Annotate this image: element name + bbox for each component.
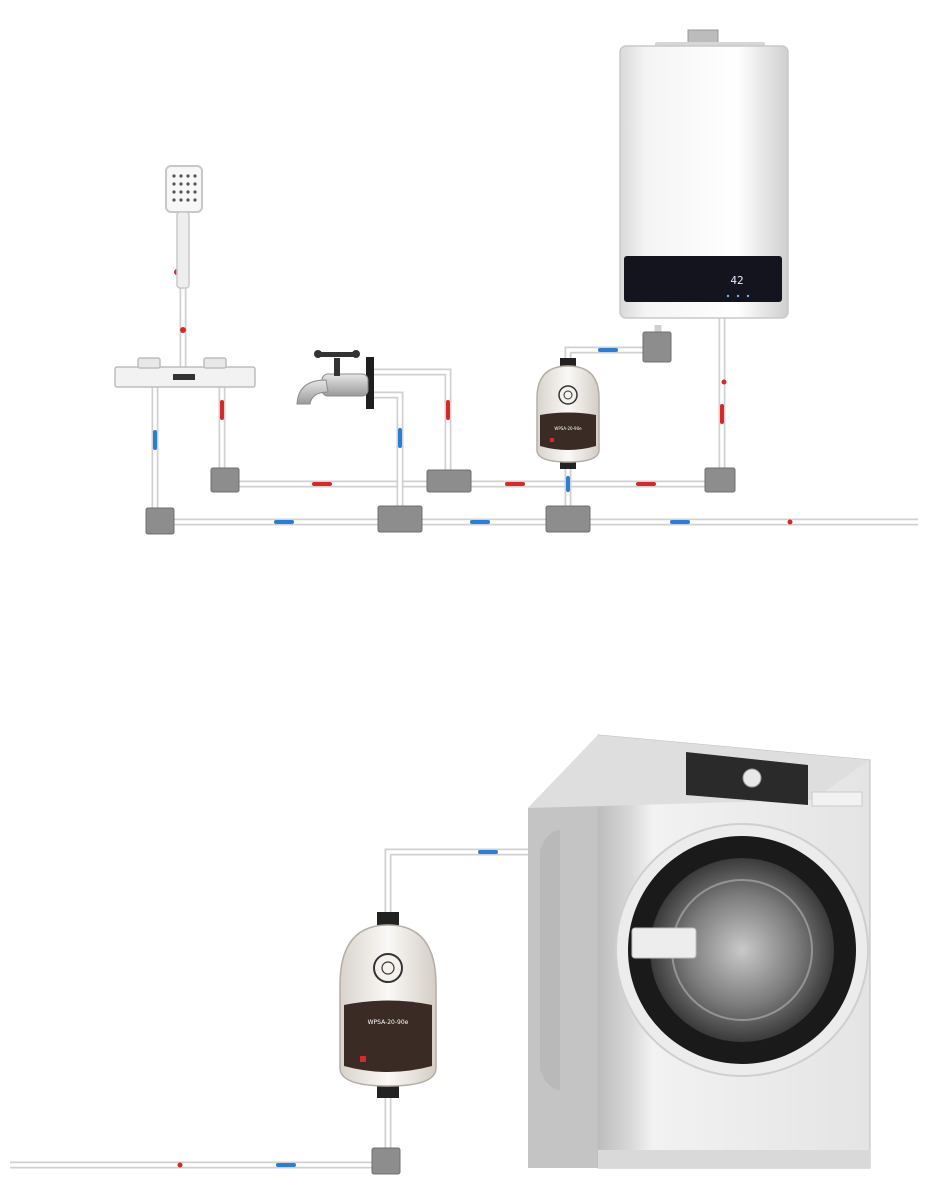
cold-arrow: [670, 520, 690, 524]
booster-pump-icon: WPSA-20-90e: [339, 912, 437, 1098]
booster-pump-icon: WPSA-20-90e: [536, 358, 600, 469]
cold-arrow: [470, 520, 490, 524]
bottom-pipe-network: [10, 848, 530, 1175]
hot-marker: [180, 327, 186, 333]
cold-arrow: [276, 1163, 296, 1167]
pump-model-label: WPSA-20-90e: [368, 1019, 409, 1026]
gas-water-heater-icon: 42: [619, 29, 789, 319]
pump-model-label: WPSA-20-90e: [554, 426, 582, 431]
hot-arrow: [312, 482, 332, 486]
cold-arrow: [153, 430, 157, 450]
cold-arrow: [566, 476, 570, 492]
hot-arrow: [446, 400, 450, 420]
hot-marker: [787, 519, 793, 525]
water-tap-icon: [296, 350, 374, 409]
washing-machine-icon: [528, 734, 871, 1169]
cold-arrow: [398, 428, 402, 448]
bottom-flow-arrows: [177, 850, 498, 1168]
top-flow-arrows: [115, 195, 793, 525]
shower-head-icon: [165, 165, 203, 289]
hot-arrow: [220, 400, 224, 420]
cold-arrow: [274, 520, 294, 524]
shower-mixer-icon: [114, 357, 256, 388]
hot-marker: [721, 379, 727, 385]
hot-arrow: [636, 482, 656, 486]
heater-display: 42: [730, 274, 743, 287]
cold-arrow: [598, 348, 618, 352]
hot-arrow: [720, 404, 724, 424]
top-pipe-fittings: [145, 331, 736, 535]
hot-marker: [177, 1162, 183, 1168]
hot-arrow: [505, 482, 525, 486]
cold-arrow: [478, 850, 498, 854]
